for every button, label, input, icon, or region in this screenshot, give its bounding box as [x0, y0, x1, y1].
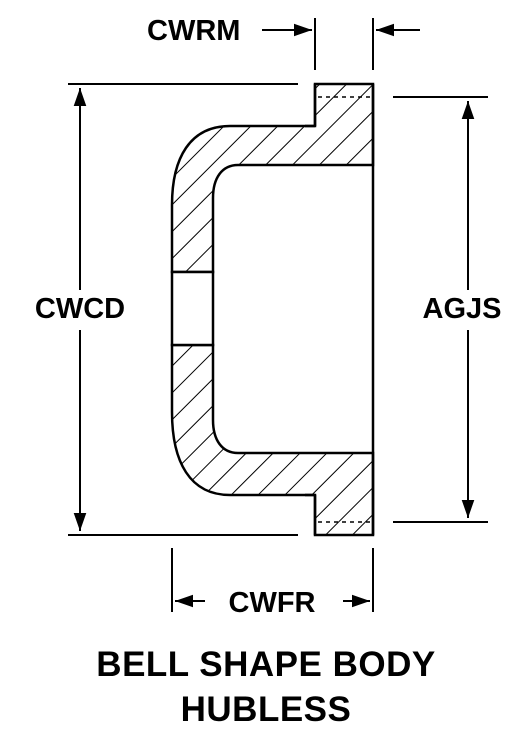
cwrm-label: CWRM	[147, 15, 240, 47]
center-hole	[170, 270, 215, 347]
caption-subtitle: HUBLESS	[180, 690, 352, 729]
agjs-label: AGJS	[423, 293, 502, 325]
cwfr-label: CWFR	[229, 587, 316, 619]
section-lower	[170, 343, 375, 537]
section-upper	[170, 82, 375, 274]
cwcd-label: CWCD	[35, 293, 125, 325]
caption-title: BELL SHAPE BODY	[96, 645, 436, 684]
